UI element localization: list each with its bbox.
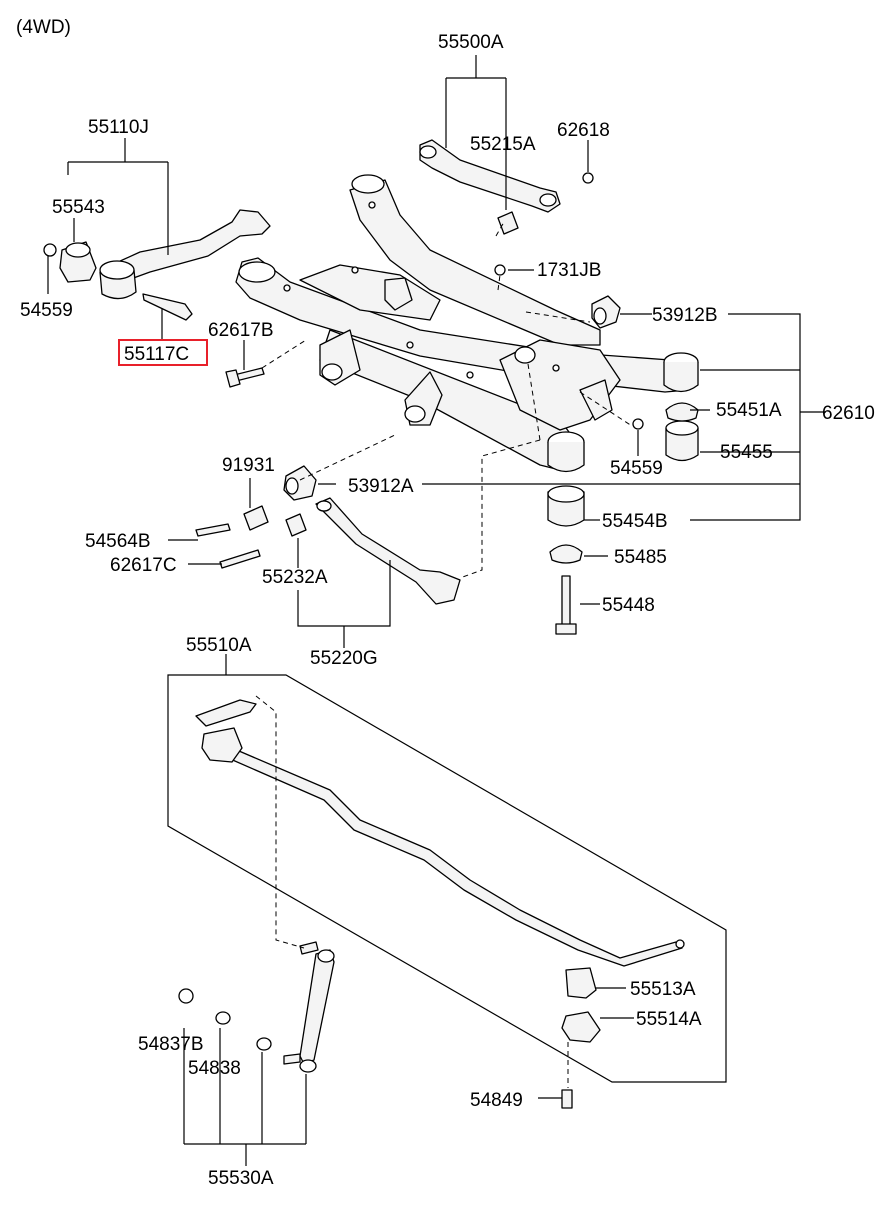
label-55530A[interactable]: 55530A [208,1168,274,1189]
label-55543[interactable]: 55543 [52,197,105,218]
leader-lines [47,55,826,1166]
label-55500A[interactable]: 55500A [438,32,504,53]
label-62618[interactable]: 62618 [557,120,610,141]
label-54559-left[interactable]: 54559 [20,300,73,321]
variant-label: (4WD) [16,17,71,38]
label-55513A[interactable]: 55513A [630,979,696,1000]
label-62610[interactable]: 62610 [822,403,875,424]
label-1731JB[interactable]: 1731JB [537,260,601,281]
label-55220G[interactable]: 55220G [310,648,378,669]
label-55451A[interactable]: 55451A [716,400,782,421]
label-54838[interactable]: 54838 [188,1058,241,1079]
label-55110J[interactable]: 55110J [88,117,149,138]
label-54559-right[interactable]: 54559 [610,458,663,479]
label-53912A[interactable]: 53912A [348,476,414,497]
label-62617B[interactable]: 62617B [208,320,274,341]
label-55485[interactable]: 55485 [614,547,667,568]
callout-labels: 55500A 55215A 62618 55110J 55543 54559 5… [20,32,875,1189]
trailing-arm-55110J [43,209,271,321]
label-54849[interactable]: 54849 [470,1090,523,1111]
label-55455[interactable]: 55455 [720,442,773,463]
label-55510A[interactable]: 55510A [186,635,252,656]
highlight-box-55117C [118,339,208,366]
label-54837B[interactable]: 54837B [138,1034,204,1055]
label-55454B[interactable]: 55454B [602,511,668,532]
label-55514A[interactable]: 55514A [636,1009,702,1030]
crossmember-62610 [235,174,699,473]
label-53912B[interactable]: 53912B [652,305,718,326]
label-62617C[interactable]: 62617C [110,555,177,576]
label-55117C[interactable]: 55117C [124,344,189,365]
label-55232A[interactable]: 55232A [262,567,328,588]
stabilizer-bar-55510A [178,699,685,1109]
label-55448[interactable]: 55448 [602,595,655,616]
label-54564B[interactable]: 54564B [85,531,151,552]
label-91931[interactable]: 91931 [222,455,275,476]
fasteners [195,264,699,635]
upper-arm-55500A [419,139,594,235]
label-55215A[interactable]: 55215A [470,134,536,155]
